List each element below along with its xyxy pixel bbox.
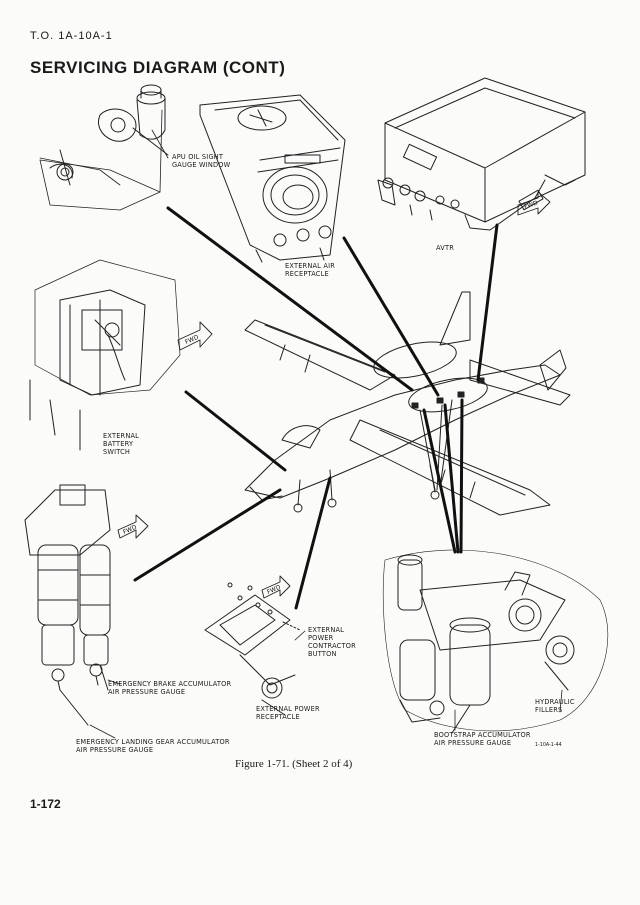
avtr-unit-drawing [377, 77, 586, 231]
apu-oil-gauge-drawing [39, 84, 169, 211]
external-air-panel-drawing [199, 94, 346, 263]
label-pointers [39, 129, 563, 739]
document-number: T.O. 1A-10A-1 [30, 30, 113, 42]
battery-switch-drawing [29, 259, 181, 451]
hydraulic-assembly-drawing [382, 549, 609, 734]
page-title: SERVICING DIAGRAM (CONT) [30, 58, 286, 77]
figure-caption: Figure 1-71. (Sheet 2 of 4) [235, 758, 353, 770]
leader-lines [133, 206, 499, 610]
accumulators-drawing [24, 484, 111, 726]
aircraft-drawing [244, 291, 571, 516]
fwd-label: FWD [523, 199, 539, 210]
page-number: 1-172 [30, 797, 61, 811]
label-avtr: AVTR [436, 244, 455, 252]
fwd-arrows [117, 191, 551, 599]
figure-code: 1-10A-1-44 [535, 743, 562, 748]
external-power-drawing [204, 582, 301, 716]
